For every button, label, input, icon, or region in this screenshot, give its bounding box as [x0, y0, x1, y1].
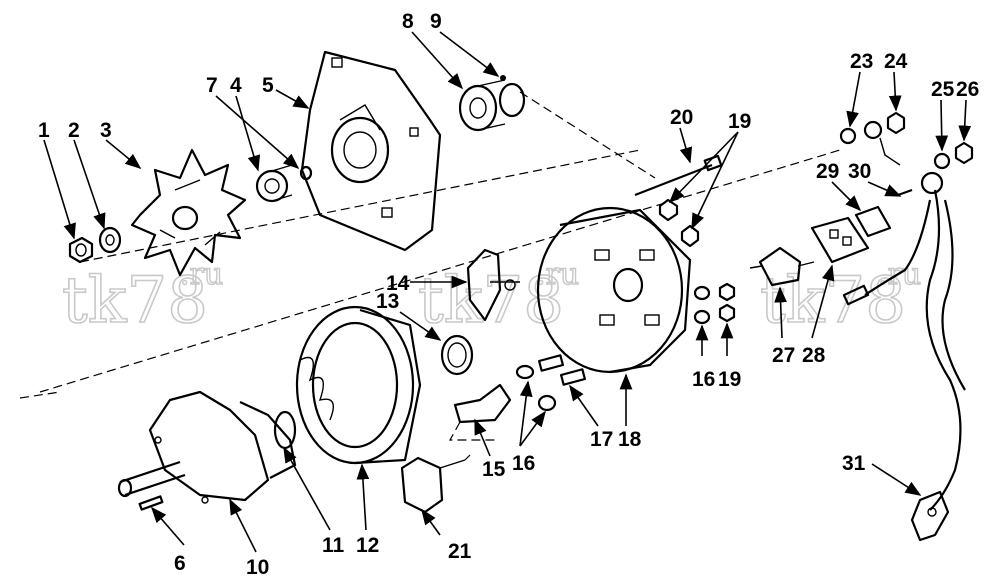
seal-ring-part [440, 334, 474, 376]
front-housing-part [300, 50, 442, 252]
callout-26: 26 [956, 78, 979, 101]
insulating-washers-part [515, 285, 711, 412]
callout-29: 29 [816, 160, 839, 183]
watermark-center: tk78 .ru [417, 256, 580, 339]
callout-8: 8 [402, 10, 414, 33]
callout-25: 25 [931, 78, 955, 101]
callout-14: 14 [386, 272, 410, 295]
spacer-part [498, 75, 526, 118]
fan-part [130, 148, 247, 277]
insulator-plate-part [810, 216, 870, 264]
callout-20: 20 [670, 106, 693, 129]
battery-terminal-hardware-part [920, 141, 974, 195]
callout-11: 11 [322, 534, 345, 557]
terminal-washer-part [839, 127, 857, 145]
svg-text:tk78: tk78 [418, 264, 564, 338]
rotor-hub-part [273, 410, 297, 450]
stator-part [295, 305, 422, 465]
callout-4: 4 [230, 74, 242, 97]
callout-15: 15 [482, 458, 506, 481]
callout-30: 30 [848, 160, 871, 183]
leader-lines [43, 31, 972, 553]
callout-5: 5 [262, 74, 274, 97]
front-bearing-part [255, 164, 293, 203]
callout-18: 18 [618, 428, 642, 451]
callout-3: 3 [100, 119, 112, 142]
pulley-part [458, 79, 506, 132]
watermark-right: tk78 .ru [759, 256, 922, 339]
callout-19b: 19 [718, 368, 741, 391]
callout-23: 23 [850, 50, 873, 73]
callout-28: 28 [802, 344, 826, 367]
svg-text:tk78: tk78 [62, 264, 208, 338]
callout-10: 10 [246, 556, 269, 579]
key-part [138, 495, 164, 511]
sleeves-part [537, 354, 587, 386]
callout-19a: 19 [728, 110, 751, 133]
watermark-left: tk78 .ru [61, 256, 224, 339]
rear-housing-part [536, 206, 692, 374]
callout-27: 27 [772, 344, 795, 367]
terminal-nut-part [863, 111, 906, 166]
terminal-block-part [749, 246, 815, 287]
callout-16b: 16 [692, 368, 715, 391]
callout-31: 31 [842, 452, 866, 475]
assembly-axis-lines [19, 91, 841, 399]
callout-labels: 1 2 3 4 5 6 7 8 9 10 11 12 13 14 15 16 1… [38, 10, 979, 579]
callout-1: 1 [38, 119, 50, 142]
callout-6: 6 [174, 552, 186, 575]
callout-13: 13 [376, 290, 399, 313]
wiring-harness-part [842, 189, 966, 542]
diode-trio-part [466, 248, 520, 322]
callout-24: 24 [884, 50, 908, 73]
bracket-part [448, 383, 512, 441]
cover-part [854, 188, 913, 238]
callout-16a: 16 [512, 452, 535, 475]
callout-12: 12 [356, 534, 379, 557]
washer-part [98, 226, 122, 254]
brush-holder-part [400, 454, 471, 514]
through-bolt-nuts-part [658, 198, 736, 323]
callout-7: 7 [206, 74, 218, 97]
callout-2: 2 [68, 119, 80, 142]
rotor-part [117, 390, 297, 504]
callout-9: 9 [430, 10, 442, 33]
callout-17: 17 [590, 428, 613, 451]
nut-part [68, 236, 94, 264]
callout-21: 21 [448, 540, 472, 563]
